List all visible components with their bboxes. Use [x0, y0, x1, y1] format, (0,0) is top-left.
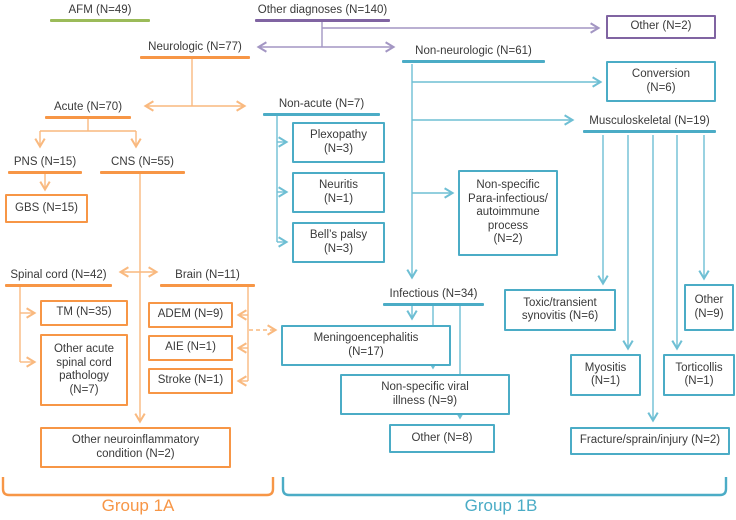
box-conversion-label: Conversion (N=6) [631, 68, 691, 94]
box-stroke-label: Stroke (N=1) [157, 374, 224, 387]
box-other-neuroinflammatory-label: Other neuroinflammatory condition (N=2) [71, 434, 200, 460]
group-1b-label: Group 1B [464, 496, 538, 515]
box-adem-label: ADEM (N=9) [157, 308, 224, 321]
box-adem: ADEM (N=9) [148, 302, 233, 328]
box-other-musculoskeletal: Other (N=9) [684, 284, 734, 331]
orange-connectors [19, 59, 278, 424]
box-other-top-label: Other (N=2) [630, 20, 692, 33]
node-afm-label: AFM (N=49) [68, 4, 132, 16]
box-other-infectious: Other (N=8) [389, 424, 495, 453]
group-1a-bracket [1, 477, 275, 497]
node-other-diagnoses: Other diagnoses (N=140) [255, 3, 390, 22]
underline-bar [583, 130, 716, 133]
box-neuritis-label: Neuritis (N=1) [319, 179, 358, 205]
underline-bar [402, 60, 545, 63]
underline-bar [383, 303, 484, 306]
box-other-spinal-pathology: Other acute spinal cord pathology (N=7) [40, 334, 128, 406]
box-nonspecific-para-infectious: Non-specific Para-infectious/ autoimmune… [458, 170, 558, 256]
box-stroke: Stroke (N=1) [148, 368, 233, 394]
box-toxic-transient-synovitis: Toxic/transient synovitis (N=6) [504, 289, 616, 331]
node-spinal-cord-label: Spinal cord (N=42) [10, 269, 107, 281]
box-meningoencephalitis: Meningoencephalitis (N=17) [281, 325, 451, 366]
group-1b-bracket [281, 477, 728, 497]
box-neuritis: Neuritis (N=1) [292, 172, 385, 213]
box-nonspecific-para-infectious-label: Non-specific Para-infectious/ autoimmune… [468, 179, 548, 246]
box-gbs: GBS (N=15) [5, 194, 88, 223]
underline-bar [45, 116, 131, 119]
teal-connectors [276, 64, 710, 423]
node-acute-label: Acute (N=70) [53, 101, 123, 113]
box-torticollis-label: Torticollis (N=1) [675, 361, 723, 388]
node-non-neurologic: Non-neurologic (N=61) [402, 44, 545, 63]
node-pns: PNS (N=15) [8, 155, 82, 174]
box-myositis: Myositis (N=1) [570, 354, 641, 396]
node-afm: AFM (N=49) [50, 3, 150, 22]
node-non-acute-label: Non-acute (N=7) [278, 98, 365, 110]
box-gbs-label: GBS (N=15) [15, 201, 78, 214]
box-fracture-sprain-injury: Fracture/sprain/injury (N=2) [570, 427, 730, 455]
node-pns-label: PNS (N=15) [13, 156, 77, 168]
box-fracture-sprain-injury-label: Fracture/sprain/injury (N=2) [579, 434, 721, 447]
underline-bar [160, 284, 255, 287]
node-infectious-label: Infectious (N=34) [389, 288, 478, 300]
node-spinal-cord: Spinal cord (N=42) [5, 268, 112, 287]
box-other-infectious-label: Other (N=8) [411, 431, 473, 444]
purple-connectors [256, 21, 601, 53]
node-non-neurologic-label: Non-neurologic (N=61) [415, 45, 532, 57]
node-neurologic: Neurologic (N=77) [140, 40, 250, 59]
node-cns-label: CNS (N=55) [111, 156, 174, 168]
underline-bar [100, 171, 185, 174]
box-plexopathy-label: Plexopathy (N=3) [310, 129, 367, 155]
box-tm-label: TM (N=35) [56, 306, 112, 319]
group-1a-label: Group 1A [101, 496, 175, 515]
node-musculoskeletal-label: Musculoskeletal (N=19) [589, 115, 710, 127]
box-conversion: Conversion (N=6) [606, 61, 716, 102]
box-myositis-label: Myositis (N=1) [584, 361, 627, 388]
underline-bar [8, 171, 82, 174]
box-other-spinal-pathology-label: Other acute spinal cord pathology (N=7) [53, 343, 115, 396]
box-bells-palsy: Bell’s palsy (N=3) [292, 222, 385, 263]
node-infectious: Infectious (N=34) [383, 287, 484, 306]
box-nonspecific-viral-illness-label: Non-specific viral illness (N=9) [381, 381, 469, 407]
box-other-neuroinflammatory: Other neuroinflammatory condition (N=2) [40, 427, 231, 468]
underline-bar [263, 113, 380, 116]
node-brain-label: Brain (N=11) [175, 269, 240, 281]
node-cns: CNS (N=55) [100, 155, 185, 174]
box-aie-label: AIE (N=1) [165, 341, 216, 354]
box-meningoencephalitis-label: Meningoencephalitis (N=17) [313, 332, 419, 358]
box-tm: TM (N=35) [40, 300, 128, 326]
box-bells-palsy-label: Bell’s palsy (N=3) [309, 229, 368, 255]
box-other-top: Other (N=2) [606, 15, 716, 39]
node-non-acute: Non-acute (N=7) [263, 97, 380, 116]
box-torticollis: Torticollis (N=1) [663, 354, 735, 396]
box-aie: AIE (N=1) [148, 335, 233, 361]
node-other-diagnoses-label: Other diagnoses (N=140) [257, 4, 388, 16]
underline-bar [5, 284, 112, 287]
box-toxic-transient-synovitis-label: Toxic/transient synovitis (N=6) [521, 296, 599, 323]
box-plexopathy: Plexopathy (N=3) [292, 122, 385, 163]
underline-bar [140, 56, 250, 59]
box-nonspecific-viral-illness: Non-specific viral illness (N=9) [340, 374, 510, 415]
node-neurologic-label: Neurologic (N=77) [148, 41, 242, 53]
box-other-musculoskeletal-label: Other (N=9) [694, 294, 724, 320]
node-brain: Brain (N=11) [160, 268, 255, 287]
node-musculoskeletal: Musculoskeletal (N=19) [583, 114, 716, 133]
group-brackets [1, 477, 728, 497]
underline-bar [255, 19, 390, 22]
node-acute: Acute (N=70) [45, 100, 131, 119]
underline-bar [50, 19, 150, 22]
